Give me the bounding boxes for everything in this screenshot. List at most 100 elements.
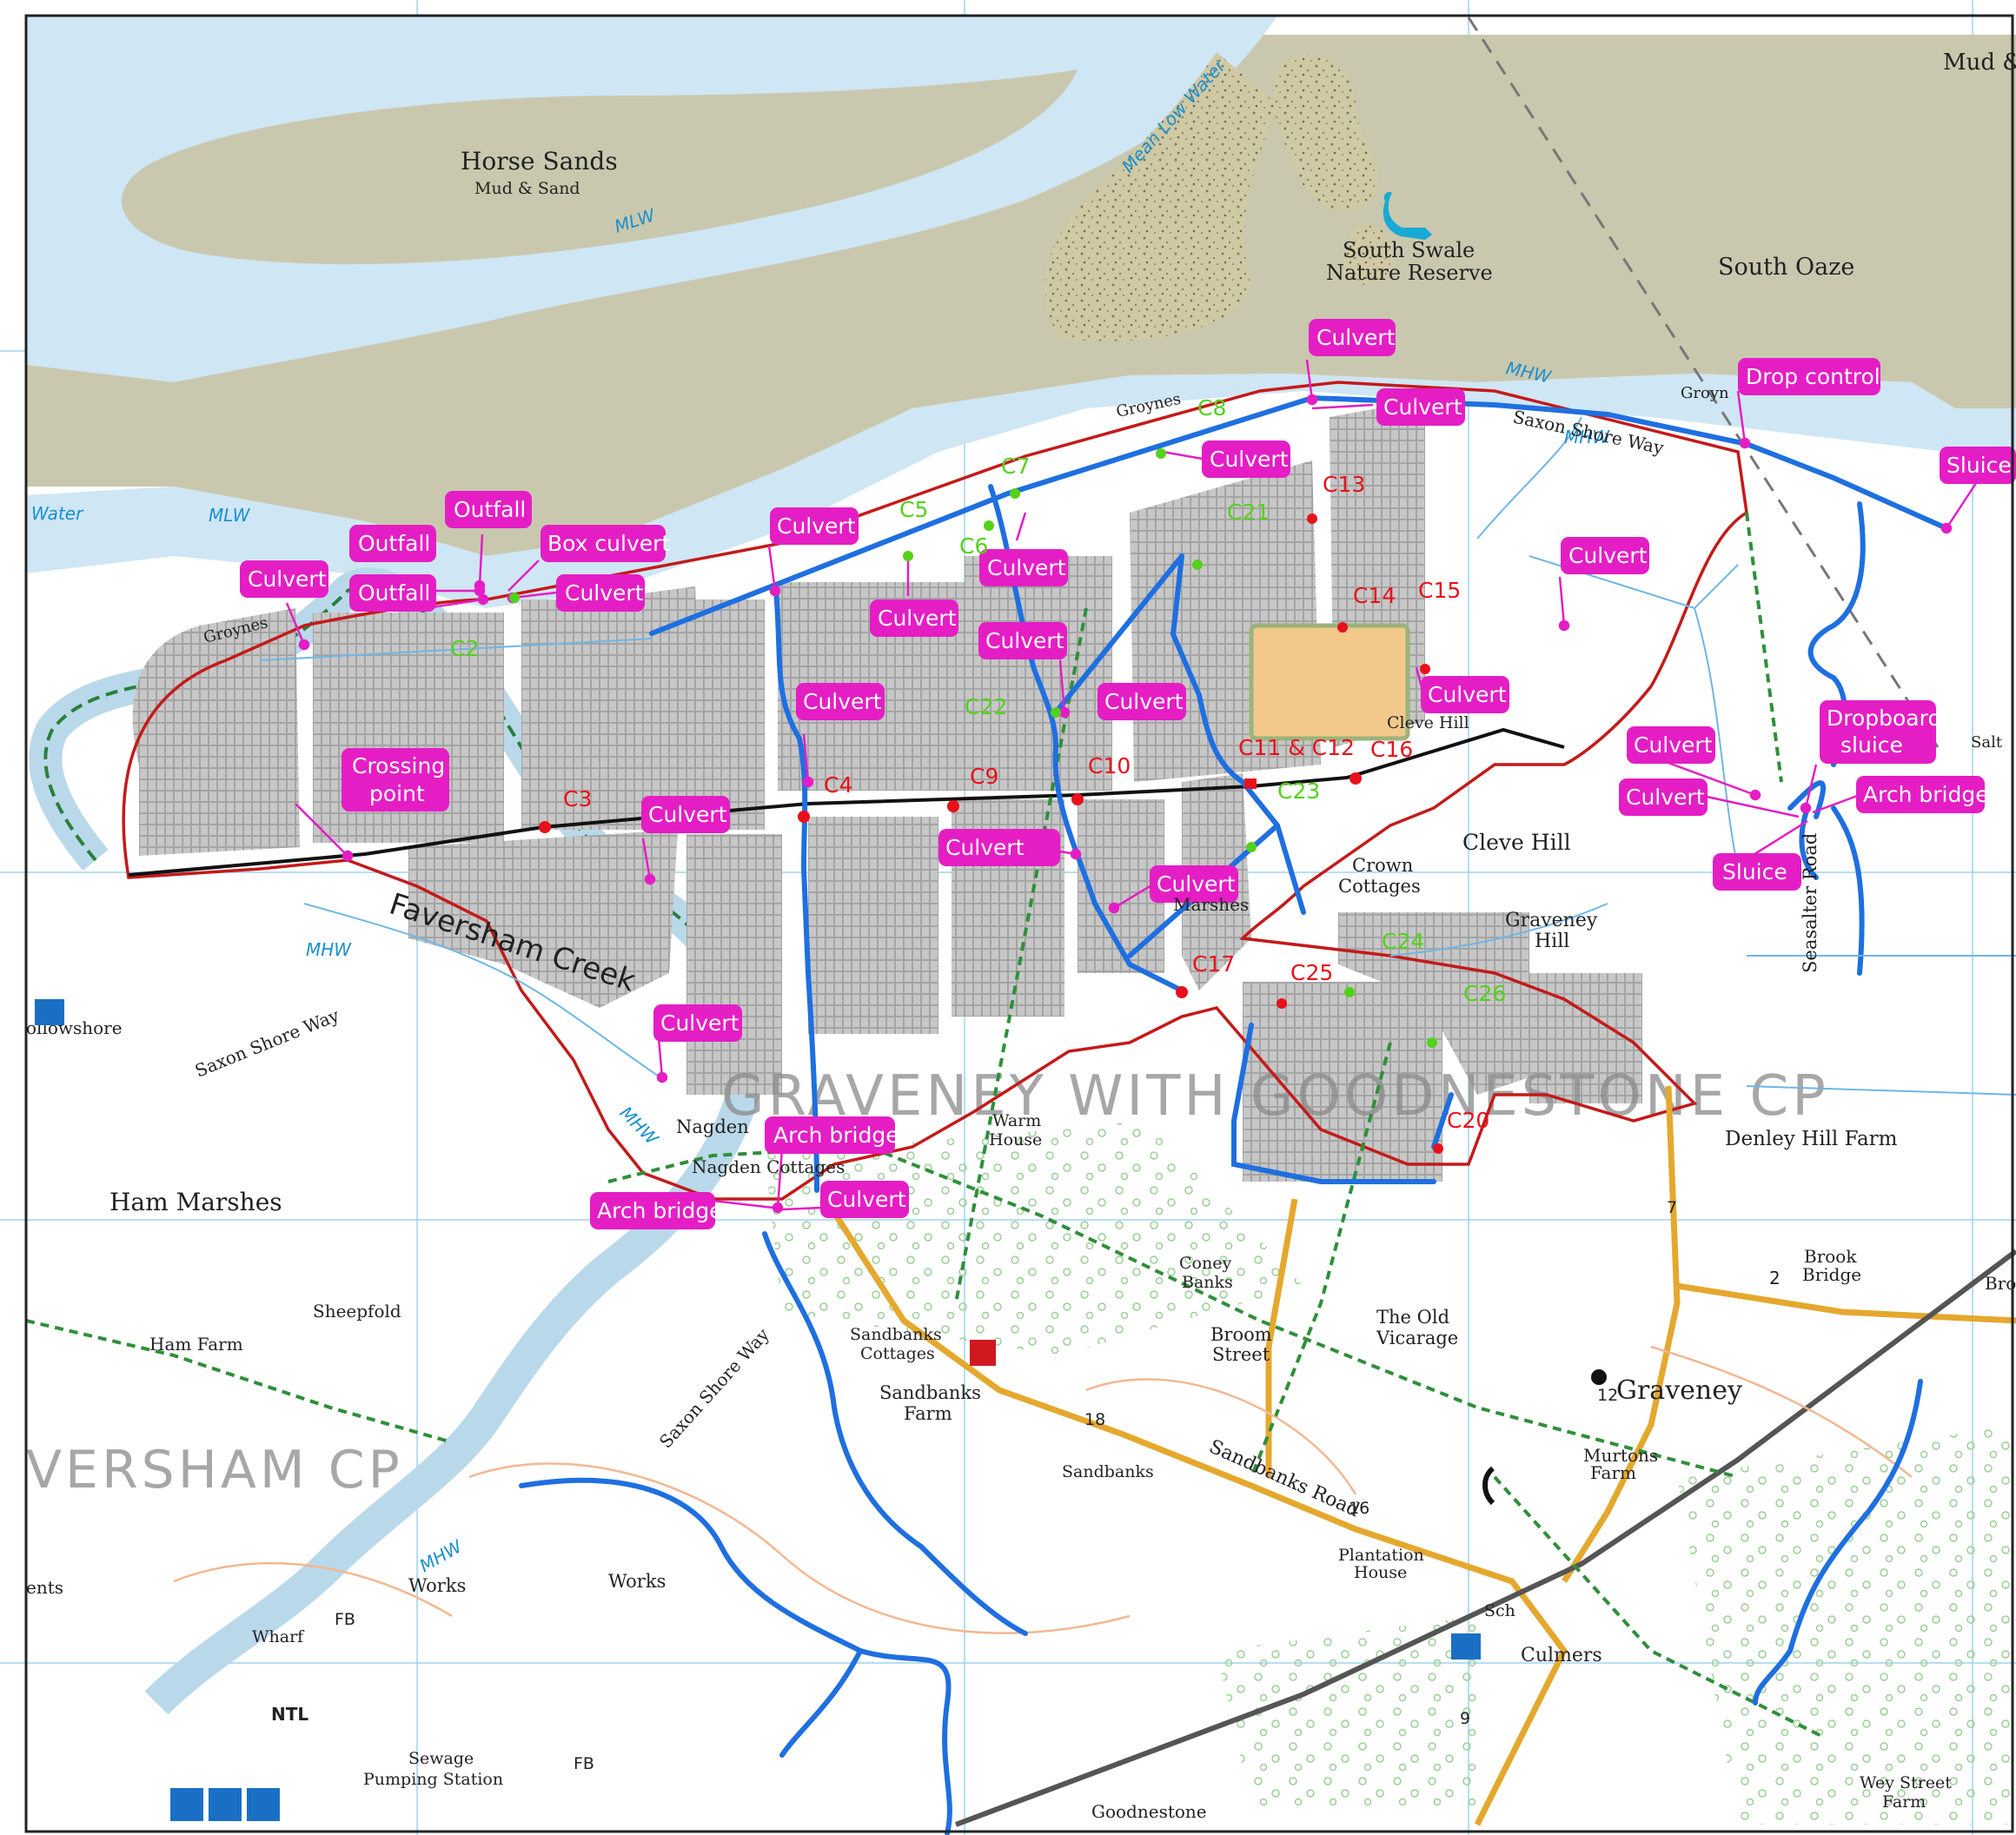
- label-cleve-hill-small: Cleve Hill: [1387, 713, 1469, 732]
- callout-dropboard-sluice: sluice: [1840, 732, 1903, 758]
- id-c14: C14: [1353, 583, 1396, 608]
- callout-culvert: Culvert: [945, 835, 1025, 860]
- label-groyn: Groyn: [1681, 384, 1729, 402]
- id-c10: C10: [1088, 753, 1131, 778]
- callout-labels: Culvert Culvert Drop control Sluice Culv…: [248, 325, 2012, 1223]
- label-plantation-house: Plantation: [1338, 1546, 1424, 1565]
- callout-culvert: Culvert: [1634, 732, 1713, 758]
- callout-culvert: Culvert: [660, 1010, 739, 1036]
- id-c5: C5: [899, 497, 928, 522]
- label-south-oaze: South Oaze: [1718, 254, 1854, 281]
- label-sandbanks: Sandbanks: [1062, 1462, 1154, 1481]
- bird-icon: [1383, 191, 1432, 240]
- label-warm-house: House: [989, 1130, 1042, 1149]
- callout-outfall: Outfall: [454, 497, 526, 522]
- label-works: Works: [408, 1575, 466, 1596]
- callout-arch-bridge: Arch bridge: [773, 1123, 899, 1148]
- label-wharf: Wharf: [252, 1627, 305, 1646]
- label-crown-cottages: Crown: [1352, 855, 1413, 876]
- boundary-dashed: [1467, 17, 1940, 748]
- label-ntl: NTL: [271, 1704, 308, 1725]
- label-mlw: MLW: [209, 505, 251, 526]
- callout-culvert: Culvert: [1157, 871, 1236, 897]
- label-road-number: 12: [1597, 1386, 1618, 1405]
- label-graveney-hill: Graveney: [1505, 910, 1598, 931]
- id-c26: C26: [1463, 981, 1506, 1006]
- callout-culvert: Culvert: [648, 802, 727, 827]
- label-mud-sand: Mud & Sand: [474, 179, 580, 198]
- label-nature-reserve: Nature Reserve: [1326, 261, 1493, 285]
- callout-dropboard-sluice: Dropboard: [1827, 706, 1941, 731]
- site-boundary: [122, 381, 1748, 1201]
- contours: [173, 1345, 1913, 1634]
- footpaths: [25, 512, 1826, 1739]
- callout-culvert: Culvert: [1210, 447, 1289, 472]
- callout-culvert: Culvert: [878, 606, 957, 631]
- id-c11-c12: C11 & C12: [1238, 735, 1355, 760]
- saltmarsh-speckled: [1044, 52, 1277, 341]
- roads: [823, 1085, 2016, 1826]
- church-icon: [1591, 1369, 1607, 1385]
- woodland: [765, 1121, 1303, 1355]
- label-ham-farm: Ham Farm: [149, 1334, 243, 1355]
- label-cleve-hill: Cleve Hill: [1462, 830, 1571, 855]
- id-c7: C7: [1001, 454, 1030, 479]
- callout-boxes: [240, 319, 2016, 1229]
- id-c17: C17: [1192, 951, 1235, 977]
- label-road-number: 9: [1460, 1709, 1470, 1728]
- callout-culvert: Culvert: [1428, 682, 1507, 707]
- label-road-number: 2: [1769, 1268, 1781, 1288]
- structure-ids-new: C2 C5 C6 C7 C8 C21 C22 C23 C24 C26: [450, 395, 1506, 1006]
- callout-culvert: Culvert: [1316, 325, 1396, 350]
- mud-bank-island: [122, 70, 1078, 265]
- label-brook-bridge: Bridge: [1802, 1264, 1861, 1285]
- label-graveney-hill: Hill: [1535, 931, 1569, 952]
- label-ents: ents: [26, 1577, 63, 1598]
- label-wey-street-farm: Farm: [1882, 1792, 1926, 1812]
- id-c15: C15: [1418, 578, 1461, 603]
- label-plantation-house: House: [1354, 1563, 1407, 1582]
- label-the-old-vicarage: The Old: [1376, 1307, 1449, 1328]
- woodland: [1217, 1616, 1477, 1807]
- label-nagden: Nagden: [676, 1116, 749, 1137]
- callout-culvert: Culvert: [1626, 785, 1705, 810]
- label-sandbanks-farm: Sandbanks: [879, 1382, 981, 1403]
- culvert-markers: [539, 513, 1443, 1154]
- label-sandbanks-farm: Farm: [904, 1403, 952, 1424]
- railway: [954, 1249, 2016, 1827]
- label-coney-banks: Banks: [1182, 1273, 1233, 1292]
- id-c13: C13: [1323, 472, 1365, 497]
- callout-culvert: Culvert: [1104, 689, 1184, 714]
- id-c6: C6: [959, 533, 988, 559]
- label-sandbanks-cottages: Cottages: [860, 1344, 935, 1363]
- tourist-icons: [35, 999, 1481, 1821]
- id-c20: C20: [1447, 1108, 1489, 1133]
- woodland: [1677, 1425, 2016, 1825]
- id-c8: C8: [1197, 395, 1226, 421]
- callout-culvert: Culvert: [777, 513, 856, 539]
- label-mhw: MHW: [306, 939, 352, 960]
- label-warm-house: Warm: [992, 1111, 1041, 1130]
- label-road-number: 18: [1084, 1410, 1105, 1429]
- callout-box-culvert: Box culvert: [547, 531, 670, 556]
- callout-outfall: Outfall: [358, 531, 430, 556]
- map-frame: [24, 14, 2014, 1833]
- label-ham-marshes: Ham Marshes: [109, 1188, 282, 1216]
- id-c4: C4: [824, 772, 852, 798]
- callout-culvert: Culvert: [565, 580, 644, 606]
- callout-arch-bridge: Arch bridge: [597, 1198, 723, 1223]
- id-c24: C24: [1382, 929, 1424, 954]
- substation: [1249, 623, 1410, 741]
- label-the-old-vicarage: Vicarage: [1376, 1328, 1458, 1348]
- callout-culvert: Culvert: [985, 628, 1064, 653]
- id-c2: C2: [450, 636, 479, 661]
- label-fb: FB: [335, 1610, 355, 1629]
- label-seasalter-road: Seasalter Road: [1800, 833, 1820, 973]
- callout-culvert: Culvert: [248, 566, 327, 592]
- label-crown-cottages: Cottages: [1338, 876, 1421, 897]
- label-nagden-cottages: Nagden Cottages: [692, 1156, 845, 1177]
- label-sch: Sch: [1484, 1601, 1515, 1620]
- label-sewage: Pumping Station: [363, 1770, 503, 1789]
- callout-culvert: Culvert: [987, 555, 1066, 580]
